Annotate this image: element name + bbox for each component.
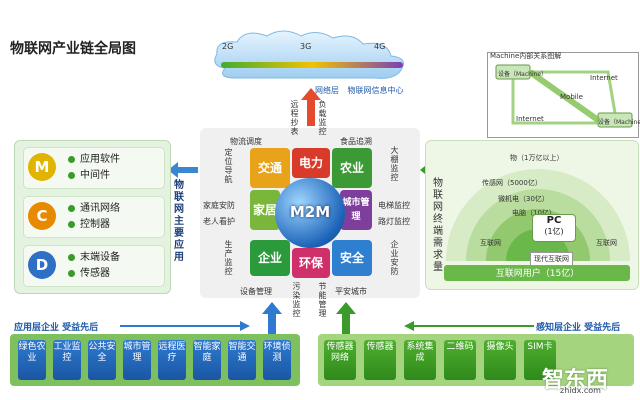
badge-m-icon: M	[28, 153, 56, 181]
machine-node-b: 设备（Machine）	[598, 119, 640, 126]
app-cell: 工业监控	[53, 340, 81, 380]
ring-label-computer: 电脑（10亿）	[512, 209, 556, 217]
layer-item: 传感器	[68, 266, 120, 282]
layer-item: 中间件	[68, 168, 120, 184]
pc-label: PC	[546, 215, 562, 226]
piece-city: 城市管理	[340, 190, 372, 230]
sense-cell: 系统集成	[404, 340, 436, 380]
watermark-url: zhidx.com	[560, 386, 601, 395]
badge-d-icon: D	[28, 251, 56, 279]
watermark-logo: 智东西	[542, 368, 609, 393]
app-cell: 公共安全	[88, 340, 116, 380]
label-remote-meter: 远程抄表	[290, 100, 299, 136]
sensing-arrow	[404, 321, 534, 331]
pc-box: PC (1亿)	[532, 214, 576, 242]
label-logistics: 物流调度	[230, 137, 262, 146]
label-production: 生产监控	[224, 240, 233, 276]
app-cell: 环境侦测	[263, 340, 291, 380]
piece-enterprise: 企业	[250, 240, 290, 276]
label-device-mgmt: 设备管理	[240, 287, 272, 296]
label-greenhouse: 大棚监控	[390, 146, 399, 182]
sense-cell: SIM卡	[524, 340, 556, 380]
app-cell: 智能家庭	[193, 340, 221, 380]
sense-cell: 传感器网络	[324, 340, 356, 380]
up-arrow	[301, 88, 321, 126]
ring-label-things: 物（1万亿以上）	[510, 154, 564, 162]
network-caption: 网络层 物联网信息中心	[315, 85, 410, 96]
application-arrow	[120, 321, 250, 331]
piece-traffic: 交通	[250, 148, 290, 188]
app-cell: 城市管理	[123, 340, 151, 380]
sense-cell: 二维码	[444, 340, 476, 380]
label-pollution: 污染监控	[292, 282, 301, 318]
cloud-graphic	[214, 30, 404, 79]
terminal-demand-label: 物联网终端需求量	[433, 178, 443, 273]
label-energy: 节能管理	[318, 282, 327, 318]
gen-2g-label: 2G	[222, 42, 234, 51]
layer-item: 应用软件	[68, 152, 120, 168]
label-load-monitor: 负载监控	[318, 100, 327, 136]
label-food-trace: 食品追溯	[340, 137, 372, 146]
label-positioning: 定位导航	[224, 148, 233, 184]
machine-internet-top: Internet	[590, 74, 618, 82]
label-enterprise-security: 企业安防	[390, 240, 399, 276]
application-enterprises-bar: 绿色农业 工业监控 公共安全 城市管理 远程医疗 智能家庭 智能交通 环境侦测	[10, 334, 300, 386]
layer-row-c: C 通讯网络 控制器	[23, 196, 165, 238]
label-streetlight: 路灯监控	[378, 217, 410, 226]
main-apps-label: 物联网主要应用	[174, 180, 184, 263]
mini-label-left: 互联网	[480, 239, 501, 247]
machine-mobile: Mobile	[560, 93, 583, 101]
layer-row-d: D 末端设备 传感器	[23, 245, 165, 287]
layer-item: 控制器	[68, 217, 120, 233]
network-layer-label: 网络层	[315, 86, 339, 95]
pc-sub: (1亿)	[544, 227, 564, 236]
badge-c-icon: C	[28, 202, 56, 230]
layer-row-m: M 应用软件 中间件	[23, 147, 165, 189]
up-arrow-blue	[262, 302, 282, 338]
label-safe-city: 平安城市	[335, 287, 367, 296]
app-cell: 智能交通	[228, 340, 256, 380]
ring-label-sensor-net: 传感网（5000亿）	[482, 179, 542, 187]
sensing-caption: 感知层企业 受益先后	[536, 323, 621, 333]
layer-item: 通讯网络	[68, 201, 120, 217]
machine-title: Machine内部关系图解	[490, 52, 562, 60]
label-elderly-care: 老人看护	[203, 217, 235, 226]
pc-item: 现代互联网	[530, 252, 573, 266]
app-cell: 远程医疗	[158, 340, 186, 380]
mini-label-right: 互联网	[596, 239, 617, 247]
layer-item: 末端设备	[68, 250, 120, 266]
internet-users-bar: 互联网用户（15亿）	[495, 269, 580, 279]
application-caption: 应用层企业 受益先后	[14, 323, 99, 333]
up-arrow-green	[336, 302, 356, 338]
page-title: 物联网产业链全局图	[10, 41, 136, 57]
gen-3g-label: 3G	[300, 42, 312, 51]
label-home-security: 家庭安防	[203, 201, 235, 210]
piece-power: 电力	[292, 148, 330, 178]
globe-icon	[275, 178, 345, 248]
gen-4g-label: 4G	[374, 42, 386, 51]
sensing-enterprises-bar: 传感器网络 传感器 系统集成 二维码 摄像头 SIM卡	[318, 334, 634, 386]
piece-security: 安全	[332, 240, 372, 276]
left-arrow	[168, 162, 198, 178]
info-center-label: 物联网信息中心	[347, 86, 404, 95]
sense-cell: 传感器	[364, 340, 396, 380]
piece-environment: 环保	[292, 248, 330, 278]
network-cloud	[205, 28, 415, 86]
ring-label-mems: 微机电（30亿）	[498, 195, 549, 203]
m2m-label: M2M	[289, 203, 331, 221]
machine-node-a: 设备（Machine）	[498, 71, 548, 78]
piece-agriculture: 农业	[332, 148, 372, 188]
app-cell: 绿色农业	[18, 340, 46, 380]
sense-cell: 摄像头	[484, 340, 516, 380]
label-elevator: 电梯监控	[378, 201, 410, 210]
layers-panel: M 应用软件 中间件 C 通讯网络 控制器 D 末端设备 传感器	[14, 140, 171, 294]
machine-links	[495, 64, 633, 128]
machine-internet-bottom: Internet	[516, 115, 544, 123]
machine-diagram	[487, 52, 639, 138]
